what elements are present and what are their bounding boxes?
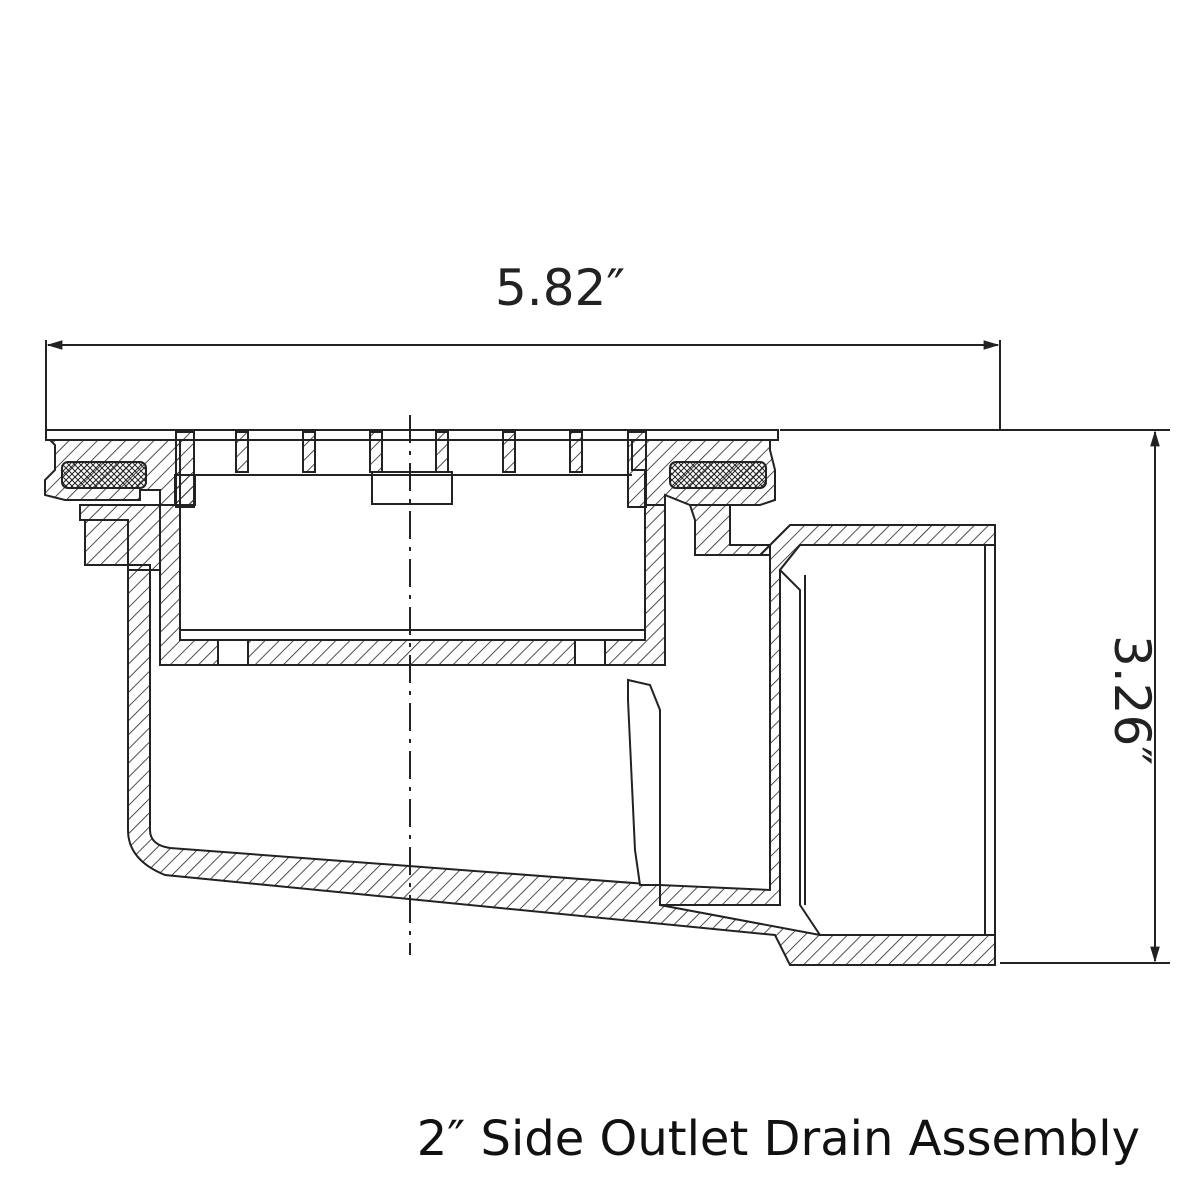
width-dimension (45, 340, 1001, 430)
drawing-caption: 2″ Side Outlet Drain Assembly (417, 1111, 1140, 1167)
drain-body (127, 524, 996, 966)
width-dimension-label: 5.82″ (495, 259, 625, 317)
height-dimension (780, 429, 1170, 964)
height-dimension-label: 3.26″ (1103, 635, 1161, 765)
threaded-insert (159, 431, 666, 666)
right-flange (631, 439, 776, 556)
top-grate (45, 429, 779, 505)
